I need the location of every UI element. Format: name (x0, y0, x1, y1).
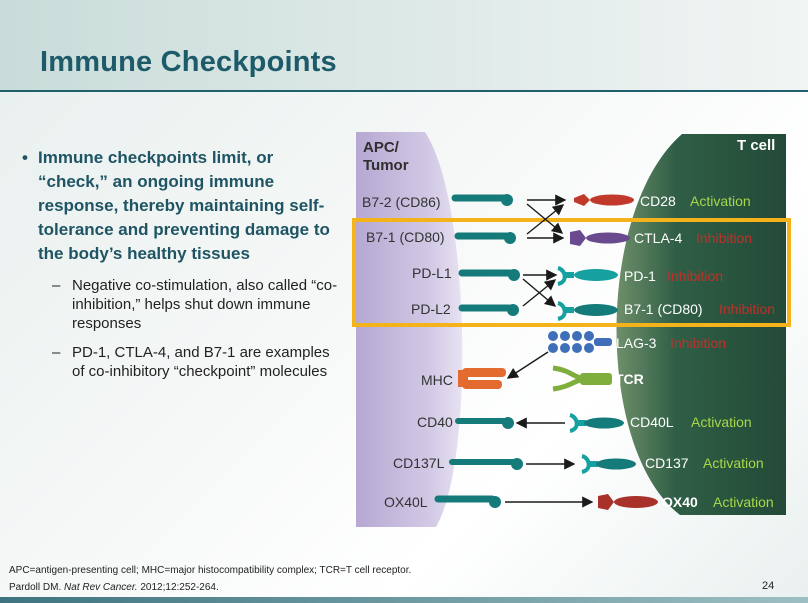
bullet-dot-icon: • (22, 148, 28, 167)
sub-bullet-2: – PD-1, CTLA-4, and B7-1 are examples of… (52, 343, 342, 381)
receptor-cd40l-icon (569, 413, 624, 433)
ligand-cd137l-icon (449, 458, 523, 470)
apc-cell-shape (356, 132, 463, 527)
apc-header-line2: Tumor (363, 157, 409, 174)
receptor-ctla4-icon (570, 230, 630, 246)
citation: Pardoll DM. Nat Rev Cancer. 2012;12:252-… (9, 582, 219, 593)
sub-bullet-2-text: PD-1, CTLA-4, and B7-1 are examples of c… (72, 344, 330, 380)
sub-bullet-1-text: Negative co-stimulation, also called “co… (72, 277, 338, 332)
effect-ctla4: Inhibition (696, 230, 752, 246)
receptor-tcr-icon (552, 365, 612, 392)
bullet-main: • Immune checkpoints limit, or “check,” … (22, 146, 342, 266)
citation-author: Pardoll DM. (9, 582, 62, 593)
label-ctla4: CTLA-4 (634, 230, 682, 246)
citation-details: 2012;12:252-264. (140, 582, 219, 593)
effect-pd1: Inhibition (667, 268, 723, 284)
receptor-cd28-icon (574, 194, 634, 206)
effect-cd137: Activation (703, 455, 764, 471)
ligand-cd40-icon (455, 417, 514, 429)
label-cd40: CD40 (417, 414, 453, 430)
effect-ox40: Activation (713, 494, 774, 510)
effect-b71: Inhibition (719, 301, 775, 317)
ligand-b72-icon (451, 194, 513, 206)
sub-bullet-1: – Negative co-stimulation, also called “… (52, 276, 342, 333)
ligand-pdl1-icon (458, 269, 520, 281)
ligand-ox40l-icon (434, 495, 501, 508)
arrow-pdl2-pd1 (522, 279, 557, 307)
arrow-b71-cd28 (526, 204, 565, 235)
label-pdl2: PD-L2 (411, 301, 451, 317)
arrow-lag3-mhc (506, 351, 549, 379)
bullet-main-text: Immune checkpoints limit, or “check,” an… (38, 148, 330, 263)
apc-header-line1: APC/ (363, 139, 400, 156)
receptor-b71-icon (557, 301, 618, 321)
label-cd28: CD28 (640, 193, 676, 209)
citation-journal: Nat Rev Cancer. (64, 582, 138, 593)
label-lag3: LAG-3 (616, 335, 657, 351)
page-number: 24 (762, 580, 775, 592)
ligand-b71-icon (454, 232, 516, 244)
effect-cd28: Activation (690, 193, 751, 209)
label-b71-apc: B7-1 (CD80) (366, 229, 445, 245)
dash-icon: – (52, 277, 61, 294)
label-cd137l: CD137L (393, 455, 445, 471)
label-tcr: TCR (615, 371, 644, 387)
effect-cd40l: Activation (691, 414, 752, 430)
label-ox40l: OX40L (384, 494, 428, 510)
receptor-lag3-icon (548, 331, 612, 353)
mhc-icon (458, 368, 506, 389)
label-b72: B7-2 (CD86) (362, 194, 441, 210)
title-band (0, 0, 808, 92)
tcell-header: T cell (737, 137, 775, 154)
receptor-ox40-icon (598, 494, 658, 510)
ligand-pdl2-icon (458, 304, 519, 316)
label-cd40l: CD40L (630, 414, 674, 430)
label-ox40: OX40 (662, 494, 698, 510)
receptor-pd1-icon (557, 266, 618, 286)
label-pd1: PD-1 (624, 268, 656, 284)
effect-lag3: Inhibition (670, 335, 726, 351)
label-cd137: CD137 (645, 455, 689, 471)
label-mhc: MHC (421, 372, 453, 388)
bottom-band (0, 597, 808, 603)
highlight-box (352, 218, 791, 327)
bullet-list: • Immune checkpoints limit, or “check,” … (22, 146, 342, 381)
arrow-b72-ctla4 (526, 203, 564, 234)
dash-icon: – (52, 344, 61, 361)
label-pdl1: PD-L1 (412, 265, 452, 281)
footnote: APC=antigen-presenting cell; MHC=major h… (9, 565, 412, 576)
page-title: Immune Checkpoints (40, 46, 337, 78)
receptor-cd137-icon (581, 454, 636, 474)
label-b71-tcell: B7-1 (CD80) (624, 301, 703, 317)
